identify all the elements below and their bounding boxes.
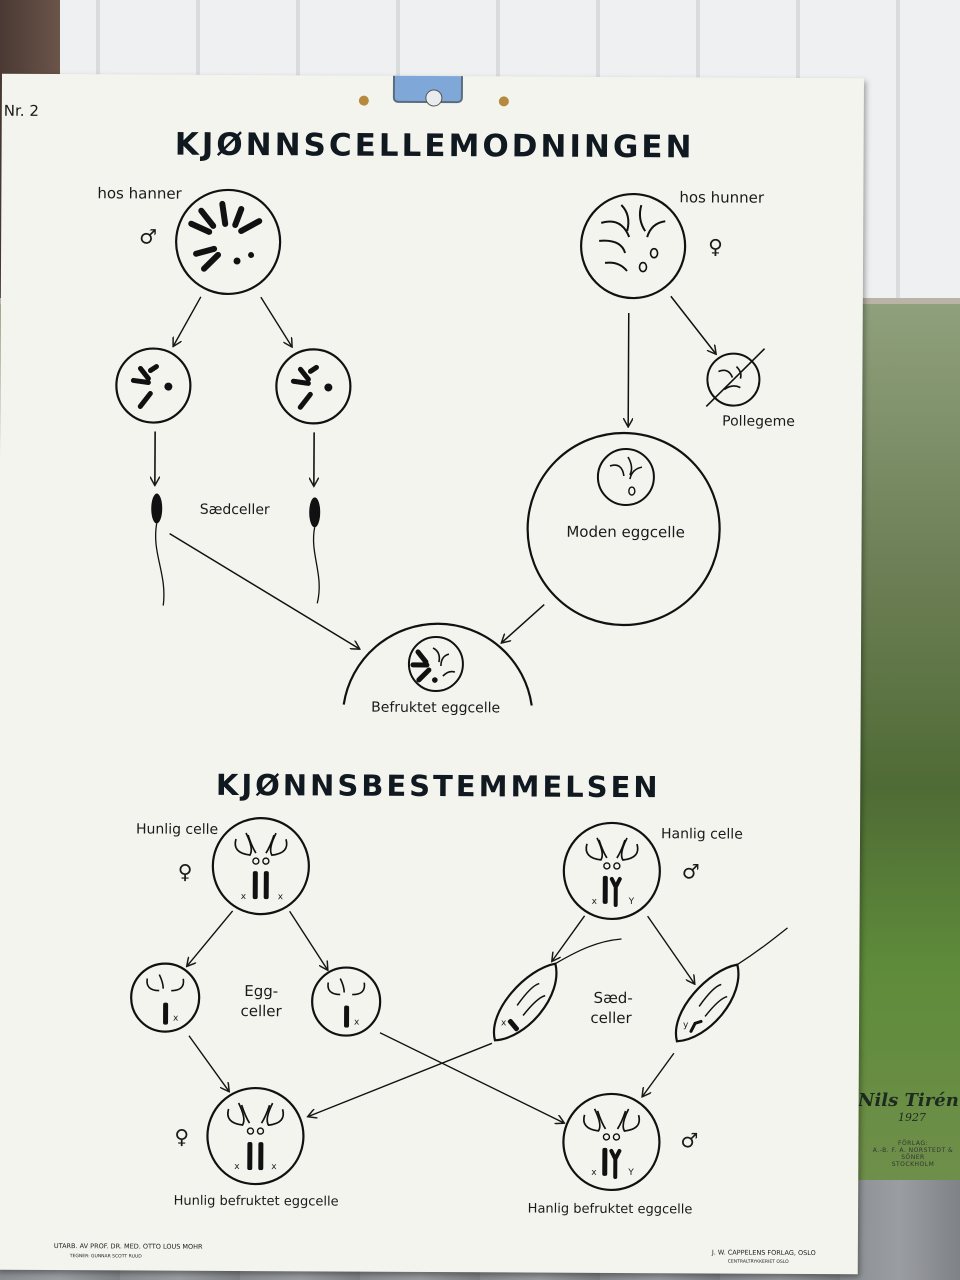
male-secondary-cell-left: [115, 347, 192, 424]
male-cell-y: Y: [628, 897, 635, 907]
arrow-sperm-to-fertilized: [169, 532, 360, 649]
female-fertilized-label: Hunlig befruktet eggcelle: [174, 1194, 339, 1210]
female-fertilized-x1: x: [234, 1162, 240, 1172]
male-primary-cell: [175, 188, 282, 296]
hanger-clip: [358, 73, 509, 107]
painting-signature: Nils Tirén 1927: [858, 1090, 959, 1124]
arrow-egg-right-to-male-fertilized: [379, 1032, 564, 1123]
male-secondary-cell-right: [275, 348, 352, 425]
footer-printer: CENTRALTRYKKERIET OSLO: [728, 1259, 789, 1265]
male-label: hos hanner: [97, 184, 182, 202]
sperm-right: [309, 497, 321, 604]
arrow-male-primary-to-left: [174, 296, 202, 346]
section2-title: KJØNNSBESTEMMELSEN: [216, 768, 661, 804]
sperm-label: Sædceller: [200, 502, 270, 518]
sperm-cells-label-2: celler: [590, 1009, 632, 1027]
arrow-male-to-sperm-right: [647, 915, 694, 983]
male-fertilized-label: Hanlig befruktet eggcelle: [528, 1202, 693, 1218]
sperm-y-label: y: [683, 1020, 689, 1030]
polar-body: [705, 348, 766, 408]
arrow-egg-left-to-female-fertilized: [188, 1035, 229, 1091]
female-fertilized-symbol: ♀: [174, 1125, 189, 1149]
arrow-female-to-mature: [628, 313, 629, 426]
female-somatic-cell: [211, 817, 310, 916]
male-fertilized-x: x: [591, 1168, 597, 1178]
male-somatic-cell: [562, 821, 661, 921]
section1-title: KJØNNSCELLEMODNINGEN: [175, 127, 695, 166]
sperm-cell-x: [492, 938, 622, 1042]
female-cell-symbol: ♀: [178, 860, 193, 884]
egg-cell-right: [311, 966, 382, 1037]
mature-egg: Moden eggcelle: [526, 431, 721, 627]
male-cell-label: Hanlig celle: [661, 826, 743, 842]
egg-right-x: x: [354, 1018, 360, 1028]
fertilized-egg: [342, 622, 533, 706]
polar-label: Pollegeme: [722, 414, 795, 430]
male-symbol: ♂: [139, 224, 157, 248]
arrow-female-to-polar: [670, 295, 716, 353]
egg-cell-left: [130, 962, 201, 1033]
footer-author: UTARB. AV PROF. DR. MED. OTTO LOUS MOHR: [54, 1242, 203, 1251]
painting-publisher-label: FÖRLAG: A.-B. F. A. NORSTEDT & SÖNER STO…: [872, 1140, 954, 1168]
female-cell-x2: x: [278, 892, 284, 902]
arrow-male-to-sperm-left: [552, 915, 586, 961]
egg-cells-label-2: celler: [240, 1002, 282, 1020]
female-symbol: ♀: [708, 234, 723, 258]
arrow-sperm-x-to-female-fertilized: [309, 1042, 493, 1117]
footer-publisher: J. W. CAPPELENS FORLAG, OSLO: [711, 1248, 816, 1257]
board-number: Nr. 2: [4, 102, 39, 120]
male-cell-symbol: ♂: [682, 859, 700, 883]
male-cell-x: x: [592, 897, 598, 907]
male-fertilized-y: Y: [627, 1168, 634, 1178]
female-primary-cell: [580, 192, 687, 300]
female-label: hos hunner: [679, 188, 765, 206]
arrow-male-primary-to-right: [260, 296, 292, 346]
female-cell-x1: x: [241, 892, 247, 902]
arrow-sperm-y-to-male-fertilized: [643, 1052, 675, 1096]
female-fertilized-x2: x: [271, 1162, 277, 1172]
mature-egg-label: Moden eggcelle: [566, 523, 685, 542]
sperm-cell-y: [674, 927, 788, 1043]
arrow-female-to-egg-right: [289, 910, 327, 969]
sperm-x-label: x: [501, 1018, 507, 1028]
male-fertilized-symbol: ♂: [680, 1128, 698, 1152]
female-fertilized-cell: [206, 1086, 305, 1186]
sperm-cells-label-1: Sæd-: [594, 989, 633, 1007]
egg-left-x: x: [173, 1014, 179, 1024]
poster-board: Nr. 2 KJØNNSCELLEMODNINGEN hos hanner ♂: [0, 73, 864, 1275]
fertilized-label: Befruktet eggcelle: [371, 700, 500, 717]
female-cell-label: Hunlig celle: [136, 821, 218, 837]
egg-cells-label-1: Egg-: [244, 982, 278, 1000]
footer-illustrator: TEGNER: GUNNAR SCOTT RUUD: [69, 1253, 143, 1259]
arrow-mature-to-fertilized: [502, 604, 545, 642]
diagram-canvas: Nr. 2 KJØNNSCELLEMODNINGEN hos hanner ♂: [4, 73, 816, 1265]
arrow-female-to-egg-left: [187, 910, 234, 966]
male-fertilized-cell: [562, 1092, 661, 1192]
sperm-left: [151, 493, 165, 606]
